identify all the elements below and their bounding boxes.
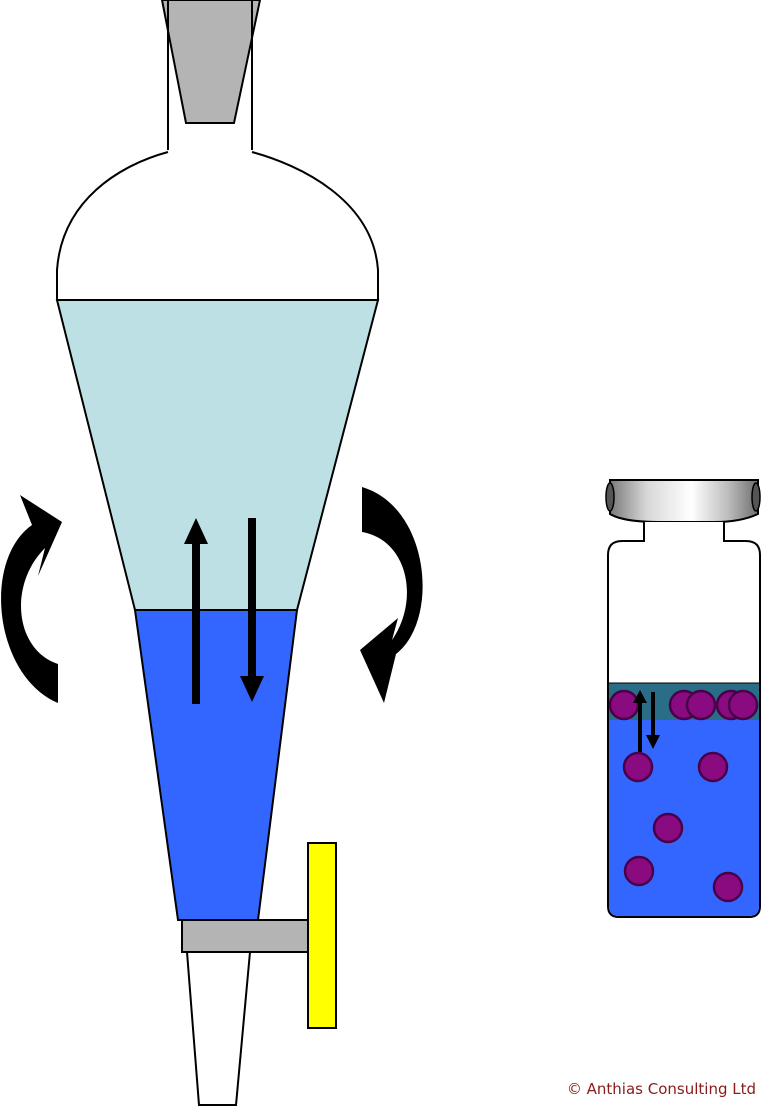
separatory-funnel <box>55 0 380 1106</box>
vial-crimp-cap <box>605 479 761 523</box>
copyright-text: © Anthias Consulting Ltd <box>567 1080 756 1098</box>
stopcock-handle <box>307 842 337 1029</box>
curved-arrow-icon <box>1 495 62 703</box>
stopcock-body <box>181 919 311 953</box>
up-down-arrows-icon <box>633 690 660 752</box>
up-down-arrows-icon <box>184 518 264 704</box>
sample-vial <box>605 479 761 918</box>
funnel-outlet-stem <box>185 951 252 1106</box>
funnel-stopper <box>160 0 262 124</box>
curved-arrow-icon <box>360 487 423 703</box>
analyte-particles <box>608 689 759 903</box>
funnel-lower-phase <box>133 609 299 921</box>
funnel-upper-phase <box>55 299 380 611</box>
funnel-shoulder <box>56 151 379 301</box>
